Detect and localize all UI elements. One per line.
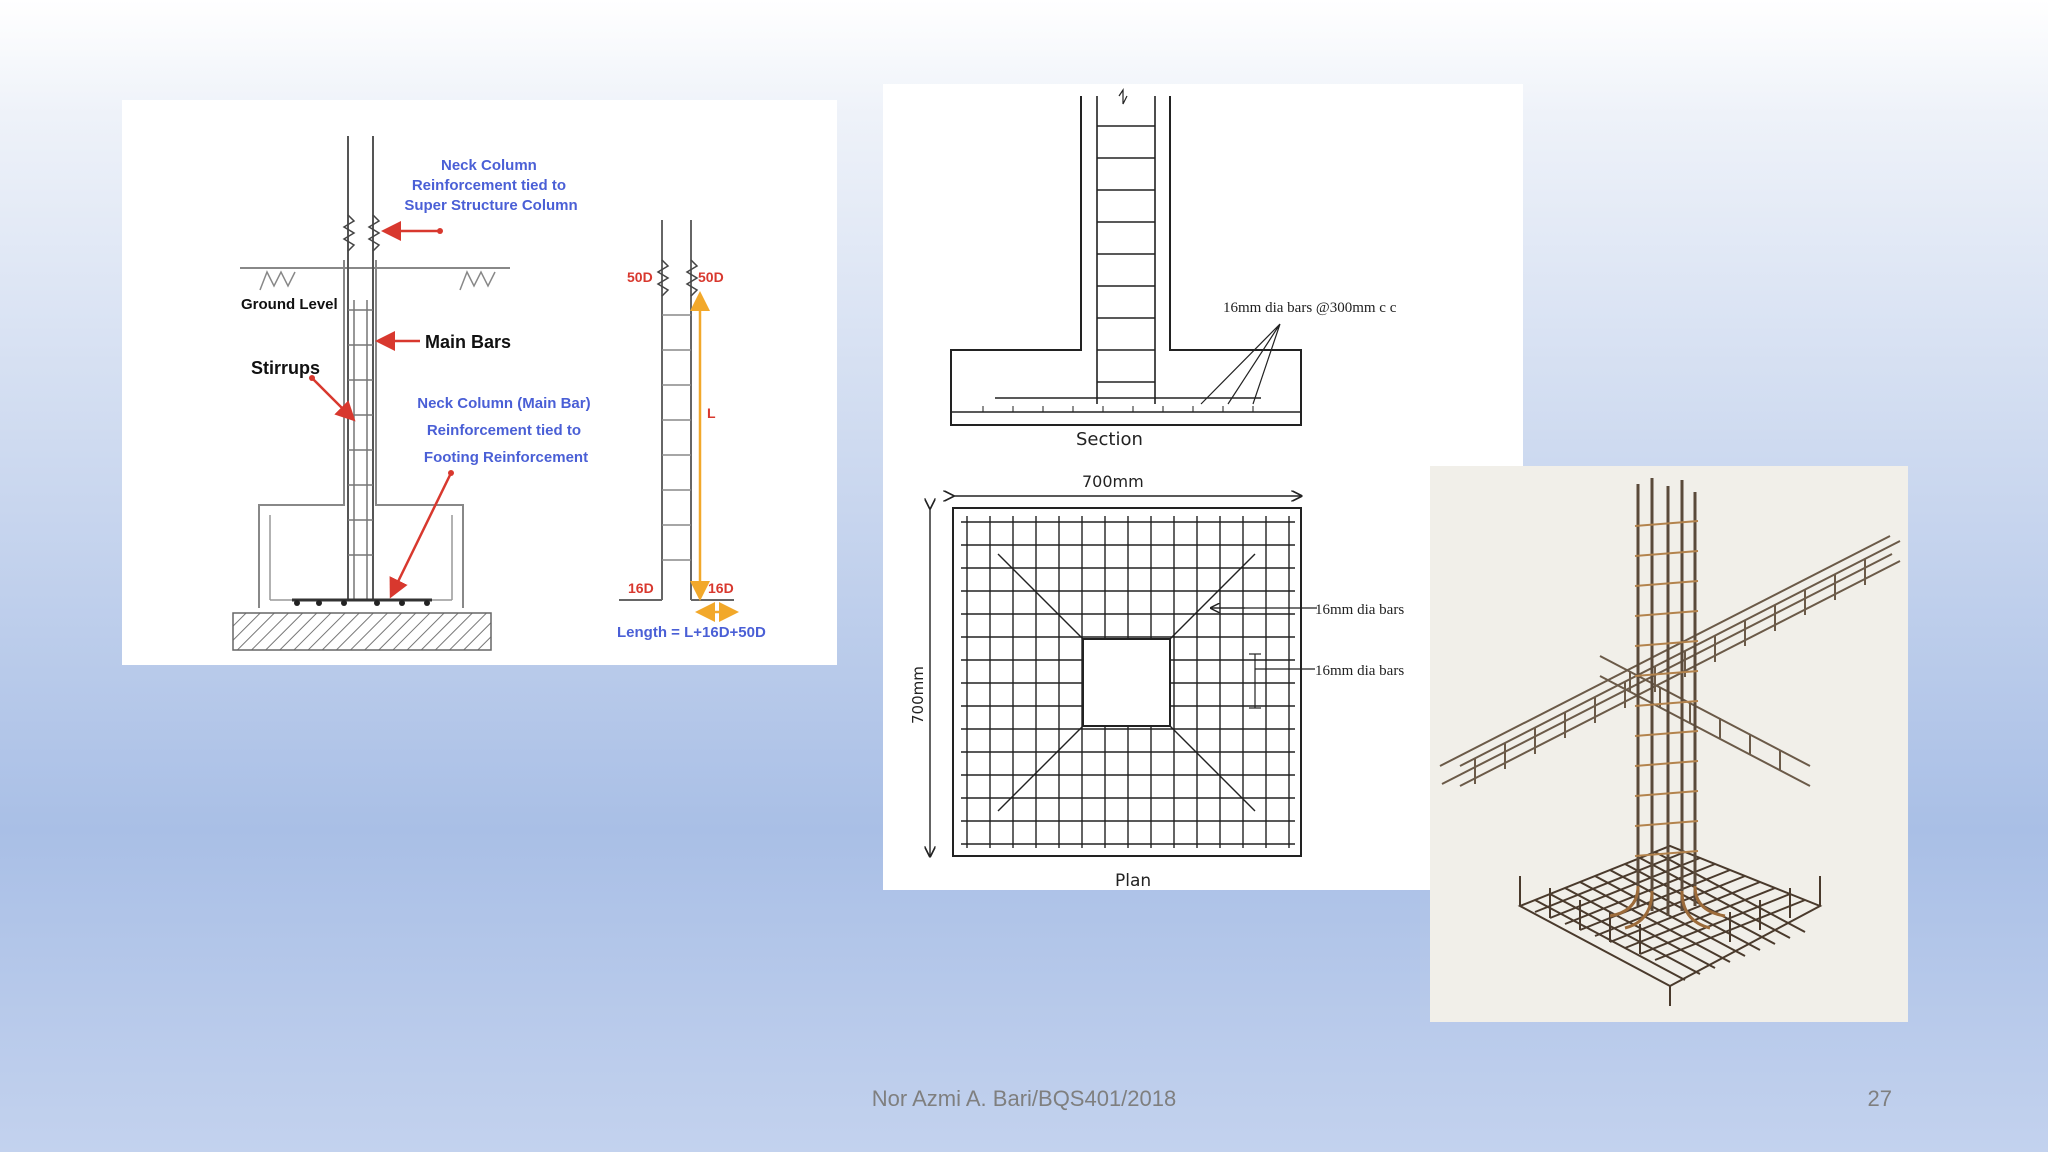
plan-height-dim: 700mm [909,666,927,724]
bend-right-label: 16D [708,580,734,596]
plan-title: Plan [1115,871,1151,890]
neck-column-label: Neck Column Reinforcement tied to Super … [404,157,577,214]
footing-svg: 16mm dia bars @300mm c c Section 700mm 7… [909,88,1404,890]
neck-column-svg: Ground Level Neck Column Reinforcement t… [232,136,766,651]
footing-outline [258,260,464,608]
plan-rebar-grid [961,516,1295,848]
lap-top-left-label: 50D [627,269,653,285]
section-outline [950,96,1302,426]
lean-concrete-base [232,612,492,651]
stirrups-lines [348,309,373,556]
section-title: Section [1076,429,1143,450]
slide-page-number: 27 [1867,1086,1892,1111]
column-cage [1636,478,1697,916]
beam-cage [1439,535,1901,787]
lap-top-right-label: 50D [698,269,724,285]
section-callout: 16mm dia bars @300mm c c [1223,300,1397,316]
stirrups-label: Stirrups [251,358,320,378]
neck-column-diagram: Ground Level Neck Column Reinforcement t… [122,100,837,665]
rebar-cage-3d-image [1430,466,1908,1022]
length-formula-label: Length = L+16D+50D [617,624,766,641]
rebar-cage-svg [1439,478,1901,1006]
plan-column-square [1082,638,1171,727]
main-bars-label: Main Bars [425,332,511,352]
plan-width-dim: 700mm [1082,472,1144,491]
footing-drawing: 16mm dia bars @300mm c c Section 700mm 7… [883,84,1523,890]
plan-outline [952,507,1302,857]
length-symbol-label: L [707,405,716,421]
bend-left-label: 16D [628,580,654,596]
plan-callout-1: 16mm dia bars [1315,602,1404,618]
footing-mat [1517,844,1823,988]
plan-callout-2: 16mm dia bars [1315,663,1404,679]
column-ties [1634,520,1699,857]
ground-level-label: Ground Level [241,296,338,313]
slide-footer-author: Nor Azmi A. Bari/BQS401/2018 [871,1086,1177,1111]
neck-main-bar-label: Neck Column (Main Bar) Reinforcement tie… [417,395,595,466]
section-stirrups [1097,125,1155,383]
